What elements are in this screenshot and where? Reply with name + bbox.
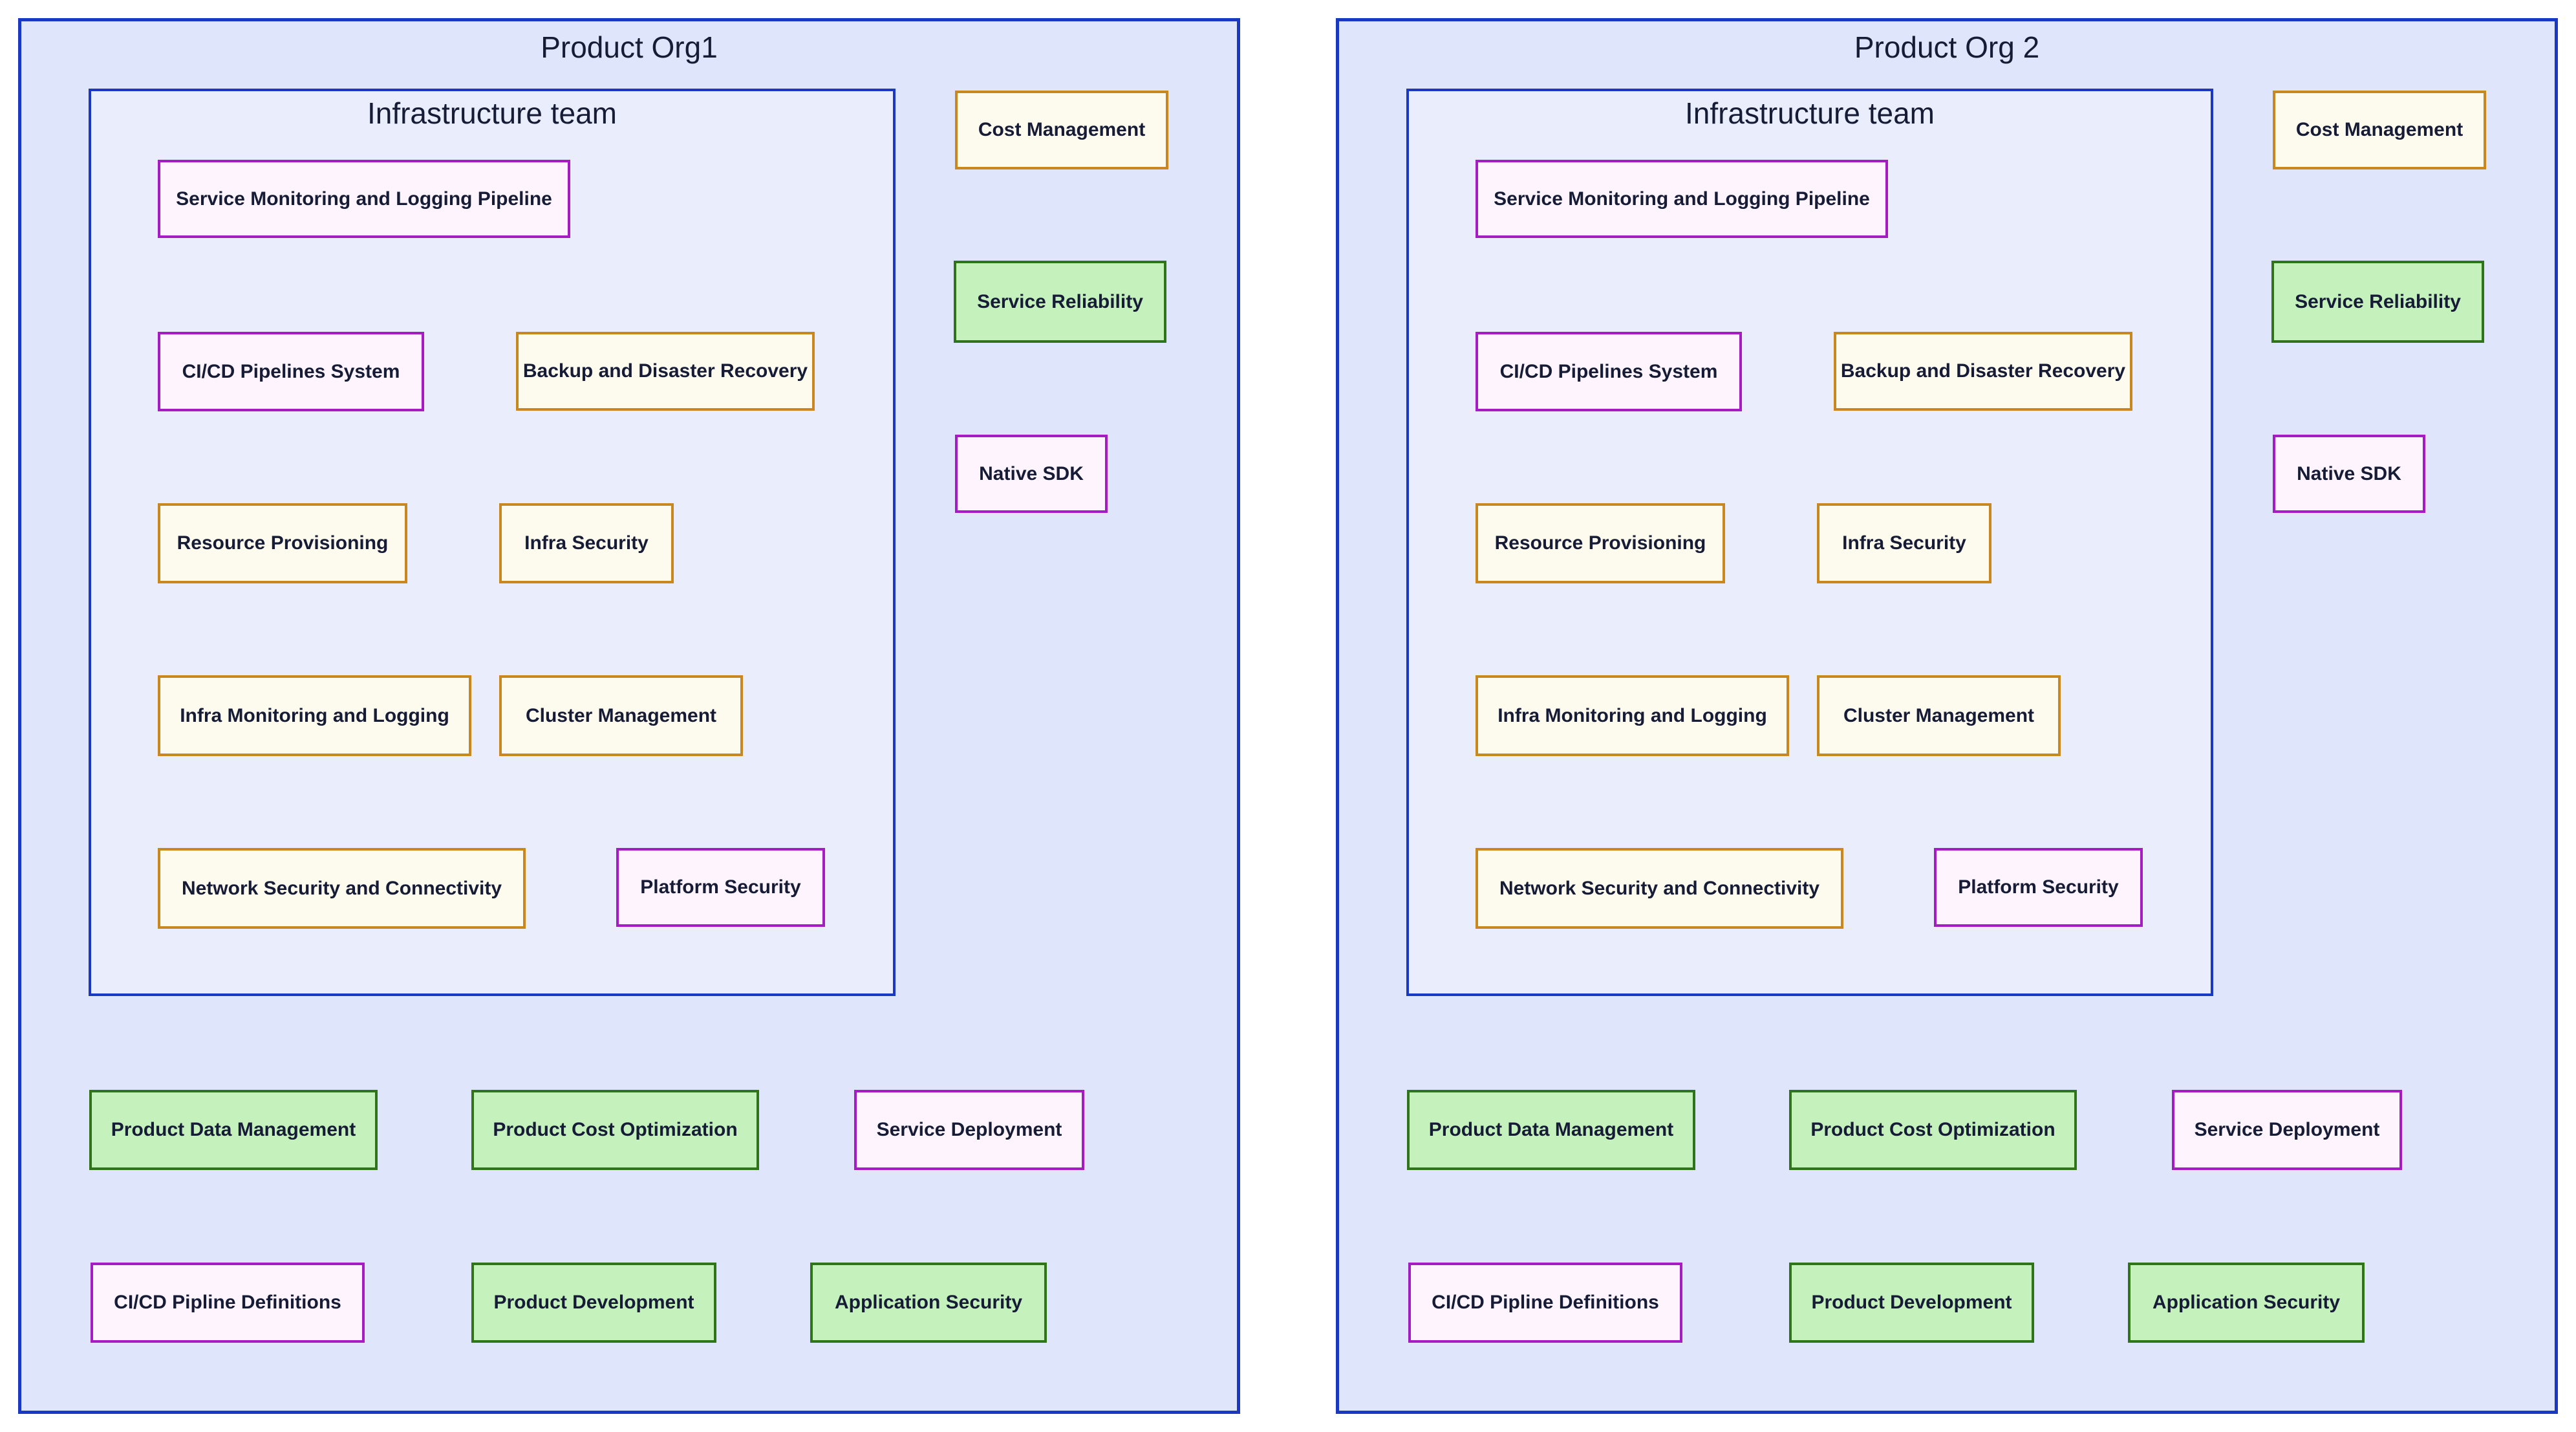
node-resource-provisioning: Resource Provisioning — [1476, 503, 1725, 583]
node-application-security: Application Security — [810, 1263, 1047, 1343]
node-label: Platform Security — [1958, 876, 2119, 898]
node-infra-monitoring-and-logging: Infra Monitoring and Logging — [158, 675, 471, 756]
node-label: Backup and Disaster Recovery — [1840, 360, 2126, 382]
node-label: CI/CD Pipline Definitions — [114, 1292, 341, 1313]
panel-product-org1: Product Org1 Infrastructure team Service… — [18, 18, 1240, 1414]
node-label: Application Security — [2152, 1292, 2341, 1313]
node-ci-cd-pipelines-system: CI/CD Pipelines System — [158, 332, 424, 411]
node-label: Resource Provisioning — [177, 532, 389, 554]
node-network-security-and-connectivity: Network Security and Connectivity — [158, 848, 526, 929]
node-backup-and-disaster-recovery: Backup and Disaster Recovery — [516, 332, 815, 411]
node-label: Service Reliability — [2295, 290, 2461, 312]
node-label: Service Monitoring and Logging Pipeline — [1494, 188, 1870, 210]
node-label: Product Data Management — [1428, 1119, 1674, 1140]
node-service-monitoring-and-logging-pipeline: Service Monitoring and Logging Pipeline — [1476, 160, 1888, 238]
node-label: Network Security and Connectivity — [181, 877, 502, 899]
node-ci-cd-pipline-definitions: CI/CD Pipline Definitions — [91, 1263, 365, 1343]
node-native-sdk: Native SDK — [955, 435, 1108, 513]
team-title-org2: Infrastructure team — [1684, 96, 1935, 130]
node-label: Backup and Disaster Recovery — [522, 360, 808, 382]
node-platform-security: Platform Security — [1934, 848, 2143, 927]
node-product-data-management: Product Data Management — [89, 1090, 378, 1170]
node-label: Infra Security — [1842, 532, 1966, 554]
node-application-security: Application Security — [2128, 1263, 2365, 1343]
node-label: Application Security — [834, 1292, 1023, 1313]
node-cost-management: Cost Management — [2273, 91, 2486, 169]
node-infra-monitoring-and-logging: Infra Monitoring and Logging — [1476, 675, 1789, 756]
node-label: Native SDK — [2297, 462, 2401, 484]
infrastructure-team-box-org1: Infrastructure team Service Monitoring a… — [89, 89, 896, 996]
node-label: Service Deployment — [2194, 1119, 2380, 1140]
node-label: Product Cost Optimization — [1810, 1119, 2055, 1140]
node-label: Infra Monitoring and Logging — [1497, 704, 1767, 726]
node-label: Product Development — [1811, 1292, 2012, 1313]
node-service-reliability: Service Reliability — [2271, 261, 2484, 343]
node-label: Cluster Management — [1843, 704, 2035, 726]
node-label: Product Data Management — [111, 1119, 356, 1140]
panel-title-org2: Product Org 2 — [1854, 30, 2040, 64]
node-label: Network Security and Connectivity — [1499, 877, 1820, 899]
node-label: CI/CD Pipelines System — [182, 360, 400, 382]
node-label: CI/CD Pipline Definitions — [1432, 1292, 1659, 1313]
node-label: Resource Provisioning — [1494, 532, 1706, 554]
node-service-monitoring-and-logging-pipeline: Service Monitoring and Logging Pipeline — [158, 160, 570, 238]
node-label: Service Monitoring and Logging Pipeline — [176, 188, 552, 210]
node-label: CI/CD Pipelines System — [1499, 360, 1718, 382]
node-label: Cost Management — [2295, 119, 2463, 140]
node-product-development: Product Development — [1789, 1263, 2034, 1343]
node-label: Service Reliability — [977, 290, 1143, 312]
node-product-development: Product Development — [471, 1263, 716, 1343]
node-ci-cd-pipelines-system: CI/CD Pipelines System — [1476, 332, 1742, 411]
node-ci-cd-pipline-definitions: CI/CD Pipline Definitions — [1408, 1263, 1682, 1343]
node-service-reliability: Service Reliability — [954, 261, 1166, 343]
node-product-cost-optimization: Product Cost Optimization — [1789, 1090, 2077, 1170]
node-resource-provisioning: Resource Provisioning — [158, 503, 407, 583]
node-platform-security: Platform Security — [616, 848, 825, 927]
node-backup-and-disaster-recovery: Backup and Disaster Recovery — [1834, 332, 2132, 411]
node-label: Cost Management — [978, 119, 1146, 140]
node-network-security-and-connectivity: Network Security and Connectivity — [1476, 848, 1843, 929]
node-label: Cluster Management — [525, 704, 717, 726]
node-label: Product Development — [493, 1292, 694, 1313]
node-label: Infra Monitoring and Logging — [180, 704, 449, 726]
node-cluster-management: Cluster Management — [499, 675, 743, 756]
node-cluster-management: Cluster Management — [1817, 675, 2061, 756]
node-cost-management: Cost Management — [955, 91, 1168, 169]
node-service-deployment: Service Deployment — [2172, 1090, 2402, 1170]
node-label: Native SDK — [979, 462, 1084, 484]
node-native-sdk: Native SDK — [2273, 435, 2425, 513]
node-label: Product Cost Optimization — [493, 1119, 738, 1140]
node-service-deployment: Service Deployment — [854, 1090, 1084, 1170]
node-label: Infra Security — [524, 532, 649, 554]
panel-title-org1: Product Org1 — [541, 30, 718, 64]
node-label: Platform Security — [640, 876, 801, 898]
node-product-cost-optimization: Product Cost Optimization — [471, 1090, 759, 1170]
panel-product-org2: Product Org 2 Infrastructure team Servic… — [1336, 18, 2558, 1414]
node-product-data-management: Product Data Management — [1407, 1090, 1695, 1170]
infrastructure-team-box-org2: Infrastructure team Service Monitoring a… — [1406, 89, 2213, 996]
node-label: Service Deployment — [876, 1119, 1062, 1140]
node-infra-security: Infra Security — [1817, 503, 1991, 583]
node-infra-security: Infra Security — [499, 503, 674, 583]
team-title-org1: Infrastructure team — [367, 96, 617, 130]
